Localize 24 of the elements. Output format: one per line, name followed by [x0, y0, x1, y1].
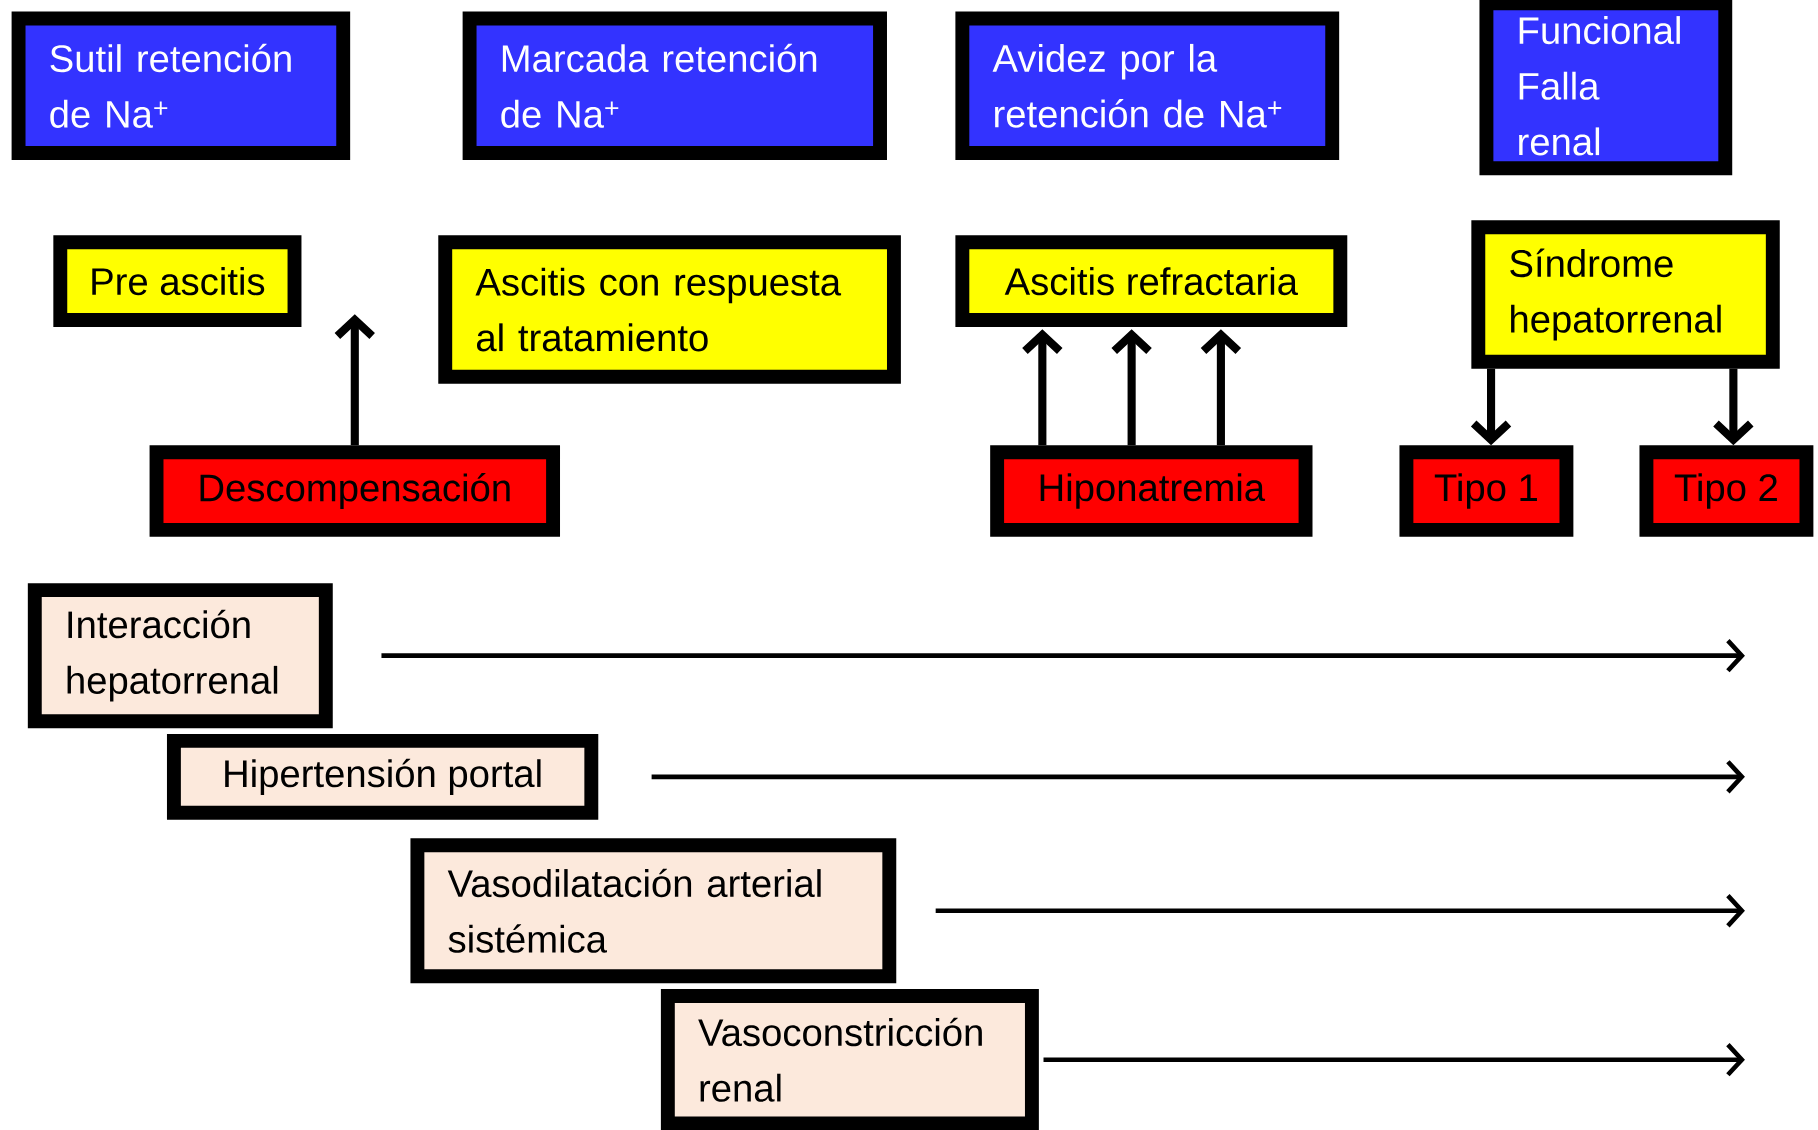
arrow: [381, 638, 1745, 673]
mechanism-box: Hipertensión portal: [166, 733, 599, 820]
complication-box: Tipo 1: [1399, 445, 1574, 537]
complication-box: Tipo 2: [1639, 445, 1814, 537]
ascites-box: Síndrome hepatorrenal: [1471, 220, 1780, 369]
mechanism-box: Interacción hepatorrenal: [27, 582, 333, 728]
complication-box: Descompensación: [149, 445, 560, 537]
arrow: [334, 313, 375, 445]
arrow: [1043, 1042, 1745, 1077]
mechanism-box: Vasoconstricción renal: [660, 988, 1039, 1130]
arrow: [1200, 329, 1242, 445]
stage-box: Funcional Falla renal: [1479, 0, 1733, 175]
ascites-box: Ascitis refractaria: [955, 235, 1348, 327]
complication-box: Hiponatremia: [990, 445, 1313, 537]
arrow: [935, 893, 1745, 928]
arrow: [651, 759, 1745, 794]
ascites-box: Ascitis con respuesta al tratamiento: [438, 235, 901, 384]
stage-box: Marcada retención de Na$^{+}$: [462, 11, 887, 160]
arrow: [1111, 329, 1152, 445]
stage-box: Sutil retención de Na$^{+}$: [11, 11, 351, 160]
stage-box: Avidez por la retención de Na$^{+}$: [955, 11, 1340, 160]
mechanism-box: Vasodilatación arterial sistémica: [410, 838, 897, 983]
ascites-box: Pre ascitis: [53, 235, 302, 327]
arrow: [1022, 329, 1063, 445]
